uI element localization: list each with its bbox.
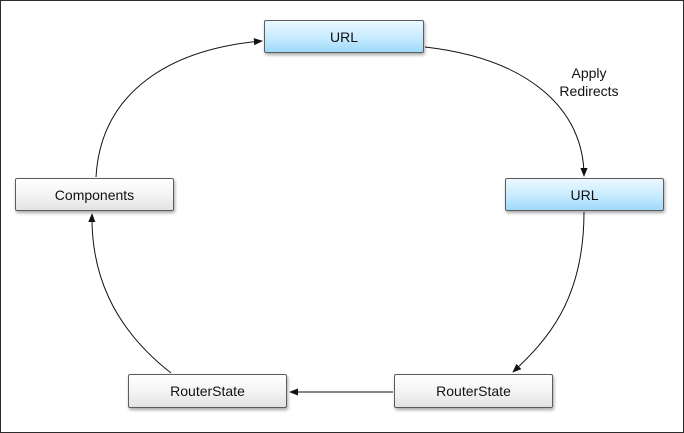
edge-routerstate-to-components — [88, 213, 172, 374]
edge-url-to-url — [424, 46, 588, 177]
node-components-label: Components — [54, 186, 135, 203]
node-routerstate-left: RouterState — [128, 374, 287, 408]
edge-url-to-routerstate — [512, 211, 585, 373]
edge-label-apply-redirects: Apply Redirects — [549, 64, 629, 100]
node-url-right: URL — [505, 178, 664, 211]
node-routerstate-right: RouterState — [394, 374, 553, 408]
edge-label-line2: Redirects — [559, 83, 619, 99]
node-url-top: URL — [264, 20, 424, 53]
node-components: Components — [15, 178, 174, 211]
edge-components-to-url — [95, 38, 263, 178]
node-url-top-label: URL — [329, 28, 358, 45]
node-routerstate-right-label: RouterState — [436, 383, 511, 399]
node-routerstate-left-label: RouterState — [170, 383, 245, 399]
edge-label-line1: Apply — [571, 65, 607, 81]
node-url-right-label: URL — [570, 186, 599, 203]
